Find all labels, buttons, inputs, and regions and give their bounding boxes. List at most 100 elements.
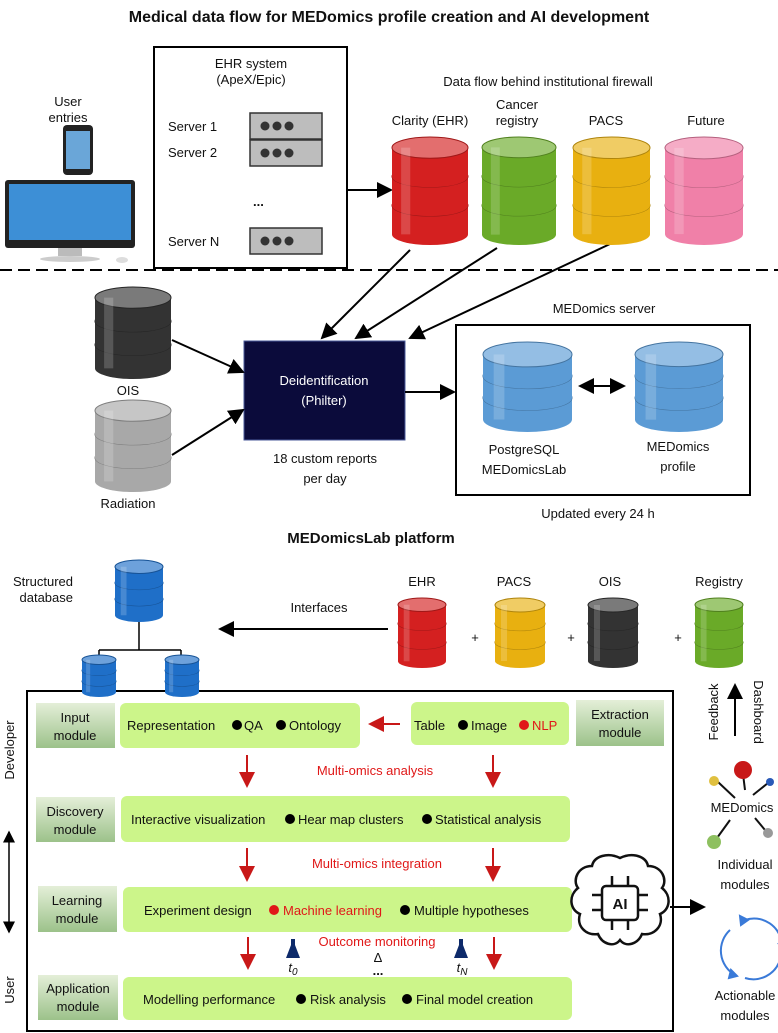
firewall-label: Data flow behind institutional firewall bbox=[443, 74, 653, 89]
ai-label: AI bbox=[613, 896, 628, 913]
server-rack-icon bbox=[249, 112, 323, 140]
extraction-module-label: Extraction module bbox=[576, 700, 664, 746]
server-n-label: Server N bbox=[168, 234, 219, 249]
cycle-icon bbox=[719, 914, 778, 981]
actionable-modules-label: Actionable bbox=[715, 988, 776, 1003]
db-tree-lines bbox=[98, 622, 182, 658]
bullet-dot bbox=[296, 994, 306, 1004]
platform-source-pacs: PACS bbox=[497, 574, 532, 589]
feedback-label: Feedback bbox=[706, 683, 721, 741]
bullet-dot bbox=[458, 720, 468, 730]
delta-label: Δ bbox=[374, 950, 383, 965]
t0-label: t0 bbox=[288, 960, 298, 978]
multi-omics-integration-label: Multi-omics integration bbox=[312, 856, 442, 871]
platform-source-registry: Registry bbox=[695, 574, 743, 589]
bullet-dot-red bbox=[269, 905, 279, 915]
svg-text:module: module bbox=[57, 999, 100, 1014]
server-title: MEDomics server bbox=[553, 301, 656, 316]
user-label: User bbox=[2, 976, 17, 1004]
learning-item-ml: Machine learning bbox=[283, 903, 382, 918]
ois-label: OIS bbox=[117, 383, 140, 398]
deidentification-label: Deidentification bbox=[280, 373, 369, 388]
plus-sign: + bbox=[674, 630, 682, 645]
ois-database-icon bbox=[94, 286, 172, 379]
medomics-molecule-icon bbox=[707, 761, 774, 849]
deidentification-box bbox=[243, 340, 406, 441]
application-module-label: Application module bbox=[38, 975, 118, 1020]
individual-modules-label: Individual bbox=[718, 857, 773, 872]
input-item-qa: QA bbox=[244, 718, 263, 733]
radiation-arrow bbox=[171, 408, 245, 456]
pacs-arrow bbox=[408, 243, 611, 340]
developer-label: Developer bbox=[2, 720, 17, 780]
platform-pacs-database-icon bbox=[494, 597, 546, 668]
source-label-pacs: PACS bbox=[589, 113, 624, 128]
medomics-profile-database-icon bbox=[634, 341, 724, 432]
reports-label: 18 custom reports bbox=[273, 451, 378, 466]
individual-modules-label-2: modules bbox=[720, 877, 770, 892]
user-entries-label-2: entries bbox=[48, 110, 88, 125]
plus-sign: + bbox=[471, 630, 479, 645]
svg-text:module: module bbox=[599, 725, 642, 740]
ehr-system-title: EHR system bbox=[215, 56, 287, 71]
svg-text:module: module bbox=[56, 911, 99, 926]
medomicslab-db-label: MEDomicsLab bbox=[482, 462, 567, 477]
interfaces-label: Interfaces bbox=[290, 600, 348, 615]
structured-database-child-icon bbox=[81, 654, 117, 697]
platform-title: MEDomicsLab platform bbox=[287, 530, 455, 547]
server-rack-icon bbox=[249, 227, 323, 255]
extraction-item-image: Image bbox=[471, 718, 507, 733]
svg-text:module: module bbox=[54, 728, 97, 743]
diagram-title: Medical data flow for MEDomics profile c… bbox=[129, 9, 650, 26]
svg-text:module: module bbox=[54, 822, 97, 837]
computer-icon bbox=[5, 180, 135, 263]
pacs-database-icon bbox=[572, 136, 651, 245]
postgresql-label: PostgreSQL bbox=[489, 442, 560, 457]
actionable-modules-label-2: modules bbox=[720, 1008, 770, 1023]
input-item-representation: Representation bbox=[127, 718, 215, 733]
extraction-item-nlp: NLP bbox=[532, 718, 557, 733]
svg-text:Input: Input bbox=[61, 710, 90, 725]
bullet-dot-red bbox=[519, 720, 529, 730]
reports-label-2: per day bbox=[303, 471, 347, 486]
input-item-ontology: Ontology bbox=[289, 718, 342, 733]
structured-database-child-icon bbox=[164, 654, 200, 697]
cancer-registry-arrow bbox=[354, 247, 498, 340]
discovery-item-statistics: Statistical analysis bbox=[435, 812, 542, 827]
server-ellipsis: ... bbox=[253, 194, 264, 209]
bullet-dot bbox=[232, 720, 242, 730]
cancer-registry-database-icon bbox=[481, 136, 557, 245]
learning-item-experiment: Experiment design bbox=[144, 903, 252, 918]
tn-label: tN bbox=[457, 960, 469, 978]
svg-text:Learning: Learning bbox=[52, 893, 103, 908]
bullet-dot bbox=[285, 814, 295, 824]
platform-ehr-database-icon bbox=[397, 597, 447, 668]
platform-source-ois: OIS bbox=[599, 574, 622, 589]
platform-source-ehr: EHR bbox=[408, 574, 435, 589]
radiation-database-icon bbox=[94, 399, 172, 492]
source-label-clarity: Clarity (EHR) bbox=[392, 113, 469, 128]
bullet-dot bbox=[422, 814, 432, 824]
application-items-box bbox=[123, 977, 572, 1020]
future-database-icon bbox=[664, 136, 744, 245]
application-item-performance: Modelling performance bbox=[143, 992, 275, 1007]
server-1-label: Server 1 bbox=[168, 119, 217, 134]
server-rack-icon bbox=[249, 139, 323, 167]
outcome-monitoring-label: Outcome monitoring bbox=[318, 934, 435, 949]
radiation-label: Radiation bbox=[101, 496, 156, 511]
ellipsis-label: ... bbox=[373, 963, 384, 978]
medomics-label: MEDomics bbox=[711, 800, 774, 815]
application-item-final-model: Final model creation bbox=[416, 992, 533, 1007]
multi-omics-analysis-label: Multi-omics analysis bbox=[317, 763, 434, 778]
structured-db-label-2: database bbox=[20, 590, 74, 605]
svg-text:Extraction: Extraction bbox=[591, 707, 649, 722]
structured-db-label: Structured bbox=[13, 574, 73, 589]
learning-items-box bbox=[123, 887, 572, 932]
discovery-item-visualization: Interactive visualization bbox=[131, 812, 265, 827]
profile-label-2: profile bbox=[660, 459, 695, 474]
flask-icon-tn bbox=[454, 939, 468, 958]
svg-text:Application: Application bbox=[46, 981, 110, 996]
discovery-items-box bbox=[121, 796, 570, 842]
